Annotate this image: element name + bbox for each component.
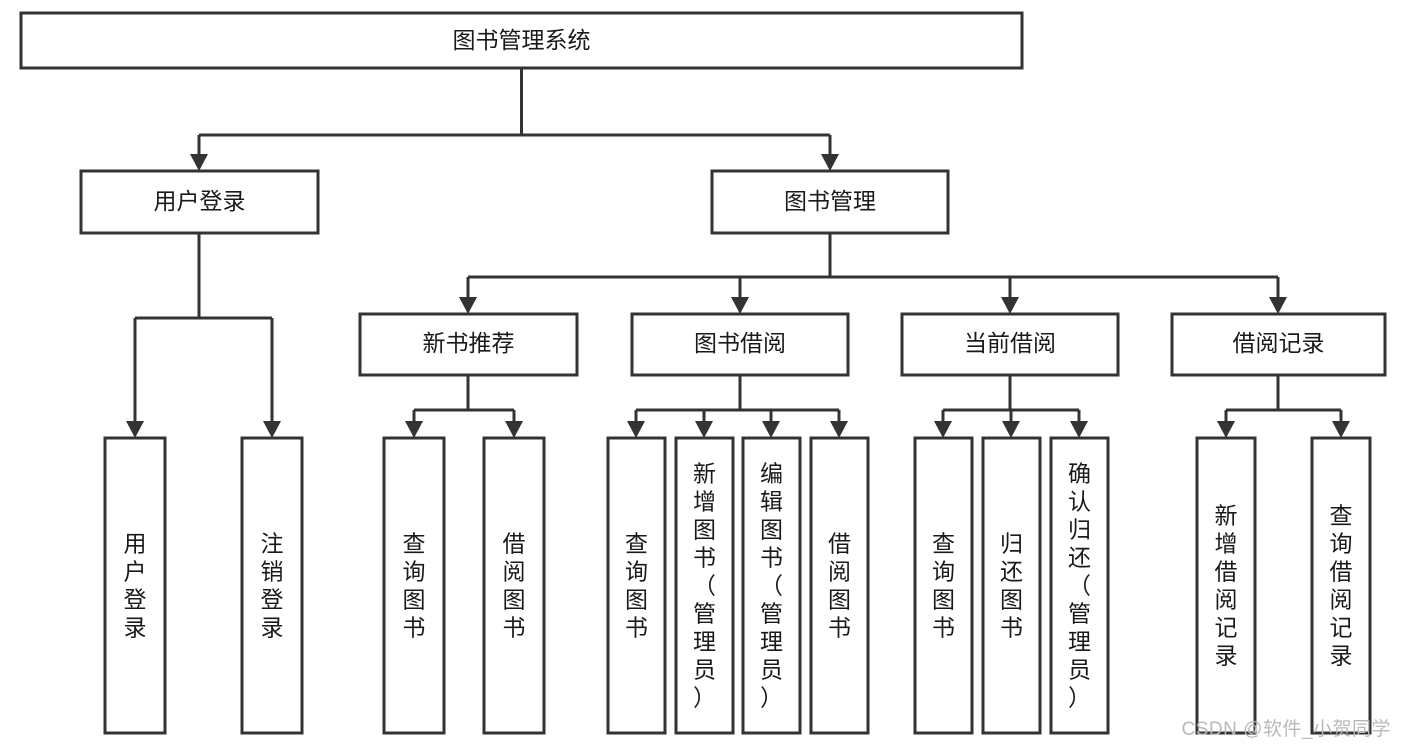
node-leaf-confirm-return-label: 确认归还（管理员） (1068, 460, 1091, 710)
node-leaf-user-login-label: 用户登录 (124, 530, 147, 640)
node-leaf-borrow-book-1-box[interactable] (482, 436, 546, 735)
node-leaf-logout[interactable]: 注销登录 (240, 436, 304, 735)
node-leaf-user-login-box[interactable] (103, 436, 167, 735)
node-user-login-box[interactable] (79, 169, 320, 235)
arrowhead-leaf-logout (263, 421, 281, 438)
arrowhead-book-borrow (731, 297, 749, 314)
node-leaf-query-book-3-box[interactable] (913, 436, 974, 735)
node-leaf-query-book-1-label: 查询图书 (403, 530, 426, 640)
arrowhead-leaf-return-book (1002, 421, 1020, 438)
node-book-manage-box[interactable] (710, 169, 950, 235)
node-leaf-return-book[interactable]: 归还图书 (981, 436, 1042, 735)
node-leaf-return-book-box[interactable] (981, 436, 1042, 735)
node-leaf-borrow-book-2-box[interactable] (809, 436, 870, 735)
node-current-borrow-box[interactable] (900, 312, 1120, 377)
arrowhead-leaf-confirm-return (1070, 421, 1088, 438)
node-book-borrow-label: 图书借阅 (694, 330, 786, 356)
arrowhead-user-login (190, 154, 208, 171)
node-leaf-query-book-1-box[interactable] (382, 436, 446, 735)
node-root-label: 图书管理系统 (453, 27, 591, 53)
node-leaf-add-book-label: 新增图书（管理员） (693, 460, 716, 710)
node-leaf-add-record[interactable]: 新增借阅记录 (1195, 436, 1257, 735)
arrowhead-leaf-query-book-2 (627, 421, 645, 438)
arrowhead-current-borrow (1001, 297, 1019, 314)
arrowhead-leaf-borrow-book-1 (505, 421, 523, 438)
node-book-manage[interactable]: 图书管理 (710, 169, 950, 235)
arrowhead-book-manage (821, 154, 839, 171)
node-leaf-confirm-return[interactable]: 确认归还（管理员） (1049, 436, 1110, 735)
node-leaf-borrow-book-1-label: 借阅图书 (503, 530, 526, 640)
node-leaf-borrow-book-1[interactable]: 借阅图书 (482, 436, 546, 735)
node-leaf-logout-box[interactable] (240, 436, 304, 735)
node-borrow-record-label: 借阅记录 (1233, 330, 1325, 356)
node-leaf-add-book[interactable]: 新增图书（管理员） (674, 436, 735, 735)
node-user-login[interactable]: 用户登录 (79, 169, 320, 235)
node-leaf-add-book-box[interactable] (674, 436, 735, 735)
arrowhead-borrow-record (1269, 297, 1287, 314)
node-borrow-record-box[interactable] (1170, 312, 1387, 377)
arrowhead-leaf-user-login (126, 421, 144, 438)
node-leaf-add-record-label: 新增借阅记录 (1215, 502, 1238, 668)
arrowhead-leaf-borrow-book-2 (830, 421, 848, 438)
node-new-book-rec-box[interactable] (358, 312, 579, 377)
arrowhead-leaf-query-book-3 (934, 421, 952, 438)
node-leaf-query-book-1[interactable]: 查询图书 (382, 436, 446, 735)
connector-layer (126, 68, 1350, 438)
node-book-borrow-box[interactable] (630, 312, 850, 377)
node-new-book-rec-label: 新书推荐 (423, 330, 515, 356)
node-leaf-confirm-return-box[interactable] (1049, 436, 1110, 735)
node-leaf-borrow-book-2[interactable]: 借阅图书 (809, 436, 870, 735)
node-book-borrow[interactable]: 图书借阅 (630, 312, 850, 377)
node-leaf-return-book-label: 归还图书 (1000, 530, 1023, 640)
arrowhead-leaf-add-book (695, 421, 713, 438)
node-current-borrow[interactable]: 当前借阅 (900, 312, 1120, 377)
node-leaf-edit-book[interactable]: 编辑图书（管理员） (741, 436, 802, 735)
node-leaf-add-record-box[interactable] (1195, 436, 1257, 735)
arrowhead-leaf-query-book-1 (405, 421, 423, 438)
arrowhead-leaf-query-record (1332, 421, 1350, 438)
node-leaf-edit-book-box[interactable] (741, 436, 802, 735)
node-leaf-query-record-box[interactable] (1310, 436, 1372, 735)
node-leaf-logout-label: 注销登录 (261, 530, 284, 640)
node-leaf-query-record-label: 查询借阅记录 (1330, 502, 1353, 668)
node-user-login-label: 用户登录 (154, 188, 246, 214)
node-leaf-borrow-book-2-label: 借阅图书 (828, 530, 851, 640)
node-new-book-rec[interactable]: 新书推荐 (358, 312, 579, 377)
node-root-box[interactable] (19, 11, 1024, 70)
arrowhead-leaf-edit-book (762, 421, 780, 438)
node-leaf-query-book-2-label: 查询图书 (625, 530, 648, 640)
node-leaf-edit-book-label: 编辑图书（管理员） (760, 460, 783, 710)
node-leaf-query-book-2[interactable]: 查询图书 (606, 436, 667, 735)
node-leaf-user-login[interactable]: 用户登录 (103, 436, 167, 735)
node-current-borrow-label: 当前借阅 (964, 330, 1056, 356)
node-borrow-record[interactable]: 借阅记录 (1170, 312, 1387, 377)
node-leaf-query-book-3[interactable]: 查询图书 (913, 436, 974, 735)
node-leaf-query-record[interactable]: 查询借阅记录 (1310, 436, 1372, 735)
arrowhead-leaf-add-record (1217, 421, 1235, 438)
node-leaf-query-book-2-box[interactable] (606, 436, 667, 735)
node-book-manage-label: 图书管理 (784, 188, 876, 214)
node-root[interactable]: 图书管理系统 (19, 11, 1024, 70)
node-leaf-query-book-3-label: 查询图书 (932, 530, 955, 640)
arrowhead-new-book-rec (459, 297, 477, 314)
